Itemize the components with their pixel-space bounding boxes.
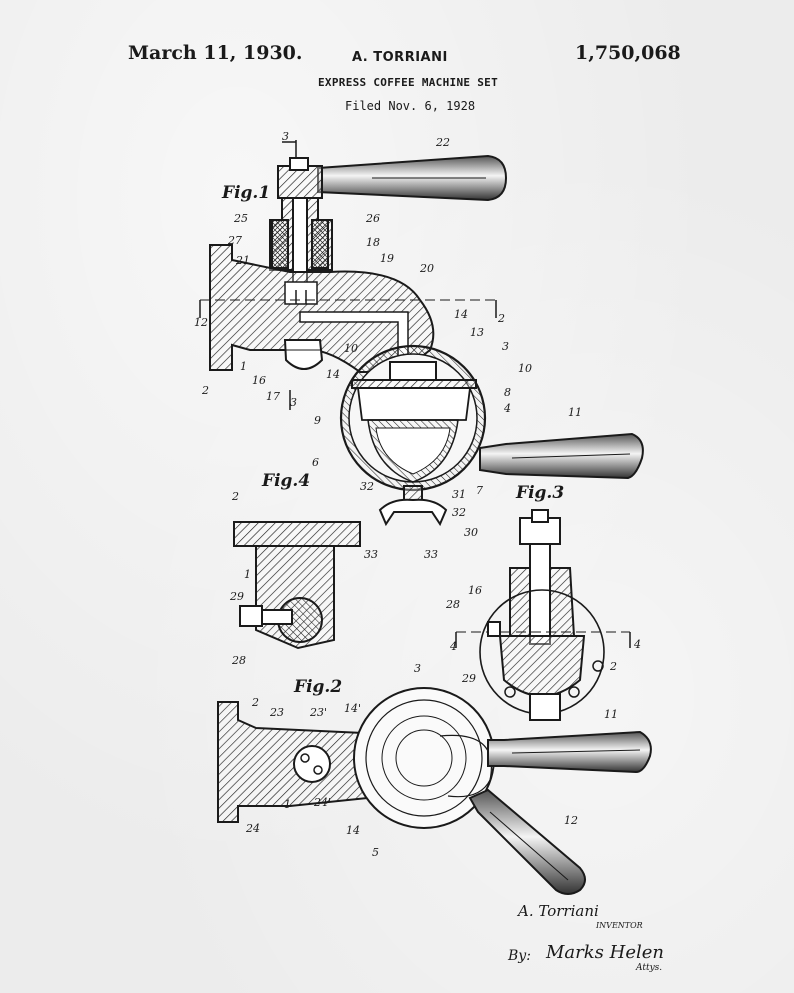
ref-1: 1	[240, 360, 247, 373]
ref-4: 4	[503, 402, 511, 415]
ref-6: 6	[312, 456, 319, 469]
fig3-ref-4b: 4	[633, 638, 641, 651]
ref-32b: 32	[452, 506, 466, 519]
ref-33b: 33	[424, 548, 438, 561]
fig3-ref-4a: 4	[449, 640, 457, 653]
fig2-ref-12: 12	[564, 814, 578, 827]
fig2-ref-14p: 14'	[344, 702, 361, 715]
attorney-role: Attys.	[635, 963, 662, 973]
fig2-ref-3: 3	[414, 662, 421, 675]
figure-3	[455, 509, 631, 721]
ref-17: 17	[266, 390, 280, 403]
ref-9: 9	[314, 414, 321, 427]
fig4-label: Fig.4	[261, 471, 310, 491]
ref-10b: 10	[518, 362, 532, 375]
fig2-ref-2: 2	[251, 696, 259, 709]
ref-26: 26	[365, 212, 380, 225]
ref-14a: 14	[454, 308, 468, 321]
fig2-ref-5: 5	[372, 846, 379, 859]
ref-30: 30	[464, 526, 478, 539]
ref-19: 19	[380, 252, 394, 265]
fig3-ref-29: 29	[461, 672, 476, 685]
figure-1	[199, 140, 644, 527]
fig2-ref-1: 1	[284, 798, 291, 811]
fig2-ref-24: 24	[245, 822, 260, 835]
fig2-ref-23: 23	[269, 706, 284, 719]
ref-14b: 14	[326, 368, 340, 381]
attorney-signature: Marks Helen	[545, 942, 664, 963]
ref-27: 27	[227, 234, 242, 247]
fig2-ref-11: 11	[604, 708, 618, 721]
ref-16: 16	[252, 374, 266, 387]
by-label: By:	[507, 948, 531, 964]
ref-13: 13	[470, 326, 484, 339]
fig4-ref-1: 1	[244, 568, 251, 581]
fig4-ref-2: 2	[231, 490, 239, 503]
ref-20: 20	[419, 262, 434, 275]
ref-10a: 10	[344, 342, 358, 355]
ref-32a: 32	[360, 480, 374, 493]
fig1-label: Fig.1	[221, 183, 270, 203]
ref-7: 7	[476, 484, 483, 497]
figure-2	[217, 687, 652, 895]
fig2-label: Fig.2	[293, 677, 342, 697]
fig3-ref-2: 2	[609, 660, 617, 673]
figure-4	[233, 521, 361, 650]
fig2-ref-14: 14	[346, 824, 360, 837]
ref-12-left: 12	[194, 316, 208, 329]
ref-2-right: 2	[497, 312, 505, 325]
reference-numerals: 3 22 25 26 27 18 21 19 20 12 2 14 13 3 1…	[194, 130, 641, 859]
fig4-ref-28: 28	[231, 654, 246, 667]
ref-8: 8	[504, 386, 511, 399]
fig2-ref-23p: 23'	[309, 706, 327, 719]
ref-25: 25	[233, 212, 248, 225]
signature-block: A. Torriani INVENTOR By: Marks Helen Att…	[507, 902, 664, 973]
inventor-role: INVENTOR	[595, 921, 643, 930]
ref-21: 21	[235, 254, 250, 267]
inventor-name: A. TORRIANI	[352, 50, 448, 65]
fig3-ref-28: 28	[445, 598, 460, 611]
filed-date: Filed Nov. 6, 1928	[345, 99, 476, 113]
patent-title: EXPRESS COFFEE MACHINE SET	[318, 76, 498, 89]
patent-date: March 11, 1930.	[128, 42, 303, 64]
fig3-label: Fig.3	[515, 483, 564, 503]
ref-31: 31	[452, 488, 466, 501]
fig2-ref-24p: 24'	[313, 796, 331, 809]
inventor-signature: A. Torriani	[516, 902, 599, 920]
patent-number: 1,750,068	[575, 42, 681, 64]
ref-3-top: 3	[282, 130, 289, 143]
ref-22: 22	[435, 136, 450, 149]
fig4-ref-29: 29	[229, 590, 244, 603]
ref-3: 3	[502, 340, 509, 353]
fig3-ref-16: 16	[468, 584, 482, 597]
ref-11: 11	[568, 406, 582, 419]
ref-18: 18	[366, 236, 380, 249]
ref-2: 2	[201, 384, 209, 397]
ref-3b: 3	[290, 396, 297, 409]
ref-33a: 33	[364, 548, 378, 561]
